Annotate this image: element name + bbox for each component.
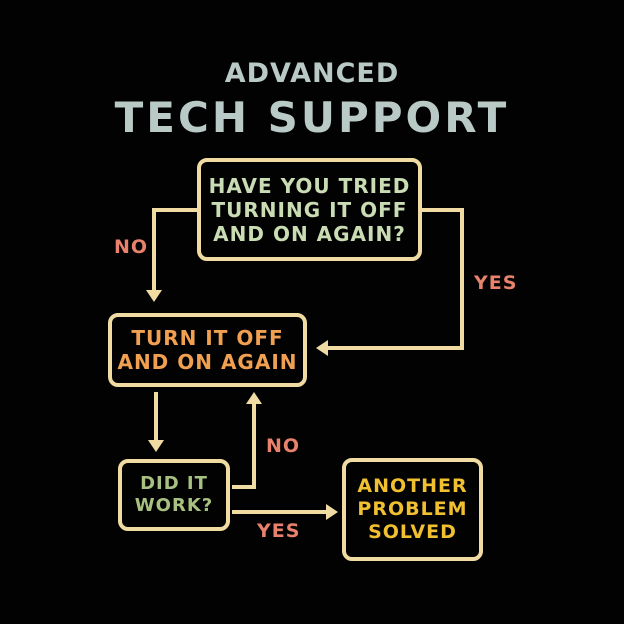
arrow-q-no xyxy=(152,208,197,292)
title-line1: ADVANCED xyxy=(224,58,400,89)
node-result: ANOTHER PROBLEM SOLVED xyxy=(342,458,483,561)
arrow-check-no xyxy=(232,402,256,489)
arrowhead xyxy=(246,392,262,404)
label-q-no: NO xyxy=(114,236,149,258)
node-action: TURN IT OFF AND ON AGAIN xyxy=(108,313,307,387)
label-check-yes: YES xyxy=(257,520,301,542)
node-check: DID IT WORK? xyxy=(118,459,230,531)
arrowhead xyxy=(316,340,328,356)
node-question: HAVE YOU TRIED TURNING IT OFF AND ON AGA… xyxy=(197,158,422,261)
arrow-q-yes xyxy=(326,208,464,350)
arrowhead xyxy=(146,290,162,302)
label-check-no: NO xyxy=(266,435,301,457)
arrowhead xyxy=(326,504,338,520)
title-line2: TECH SUPPORT xyxy=(114,93,510,142)
arrowhead xyxy=(148,440,164,452)
label-q-yes: YES xyxy=(474,272,518,294)
